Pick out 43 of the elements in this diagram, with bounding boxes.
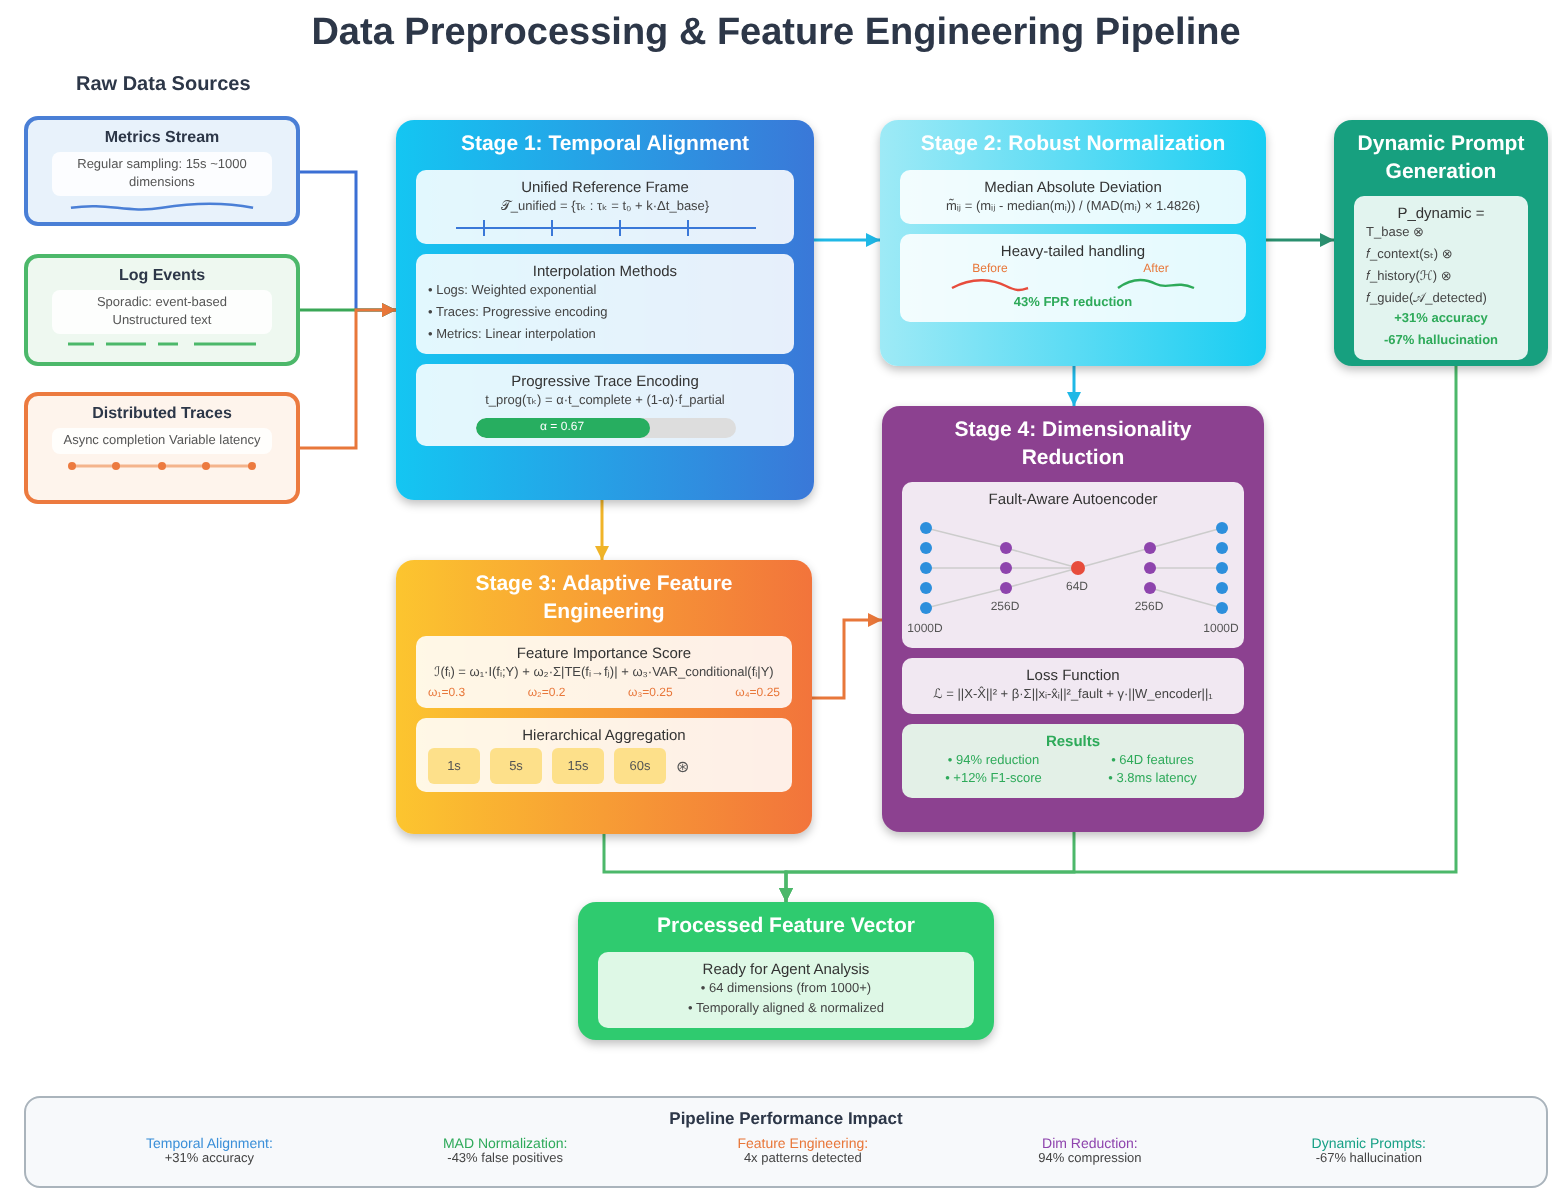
info-panel: [900, 169, 1246, 225]
info-panel: [416, 363, 794, 447]
source-card: [24, 254, 300, 366]
arrow: [595, 500, 609, 560]
stage-title: Stage 3: Adaptive Feature Engineering: [473, 572, 735, 627]
card-title: Metrics Stream: [104, 128, 220, 146]
stage-card: [1334, 120, 1548, 366]
stage-title: Stage 4: Dimensionality Reduction: [952, 418, 1194, 473]
diagram-title: Data Preprocessing & Feature Engineering Pipeline: [309, 12, 1243, 56]
panel-title: Pipeline Performance Impact: [669, 1108, 903, 1128]
info-panel: [1354, 196, 1528, 360]
info-panel: [902, 724, 1244, 798]
operator-symbol: ⊛: [676, 757, 690, 776]
arrow: [779, 366, 1458, 902]
info-panel: [900, 234, 1246, 323]
progress-bar: [475, 418, 735, 439]
info-panel: [416, 254, 794, 354]
stage-card: [880, 120, 1266, 366]
info-panel: [416, 169, 794, 245]
stage-title: Dynamic Prompt Generation: [1355, 132, 1527, 187]
stage-card: [882, 406, 1264, 832]
source-card: [24, 392, 300, 504]
stage-card: [396, 560, 812, 834]
info-panel: [598, 951, 974, 1029]
stage-title: Stage 1: Temporal Alignment: [458, 132, 752, 160]
card-title: Log Events: [118, 266, 206, 284]
arrow: [1266, 233, 1334, 247]
arrow: [1067, 366, 1081, 406]
arrow: [812, 613, 882, 700]
arrow: [814, 233, 880, 247]
stage-card: [578, 902, 994, 1040]
section-label: Raw Data Sources: [76, 74, 251, 96]
source-card: [24, 116, 300, 226]
info-panel: [416, 636, 792, 709]
info-panel: [416, 718, 792, 793]
summary-panel: [24, 1096, 1548, 1188]
info-panel: [902, 658, 1244, 715]
info-panel: [902, 482, 1244, 649]
stage-title: Processed Feature Vector: [655, 914, 917, 942]
stage-title: Stage 2: Robust Normalization: [918, 132, 1228, 160]
stage-card: [396, 120, 814, 500]
card-title: Distributed Traces: [92, 404, 232, 422]
arrow: [300, 303, 396, 450]
